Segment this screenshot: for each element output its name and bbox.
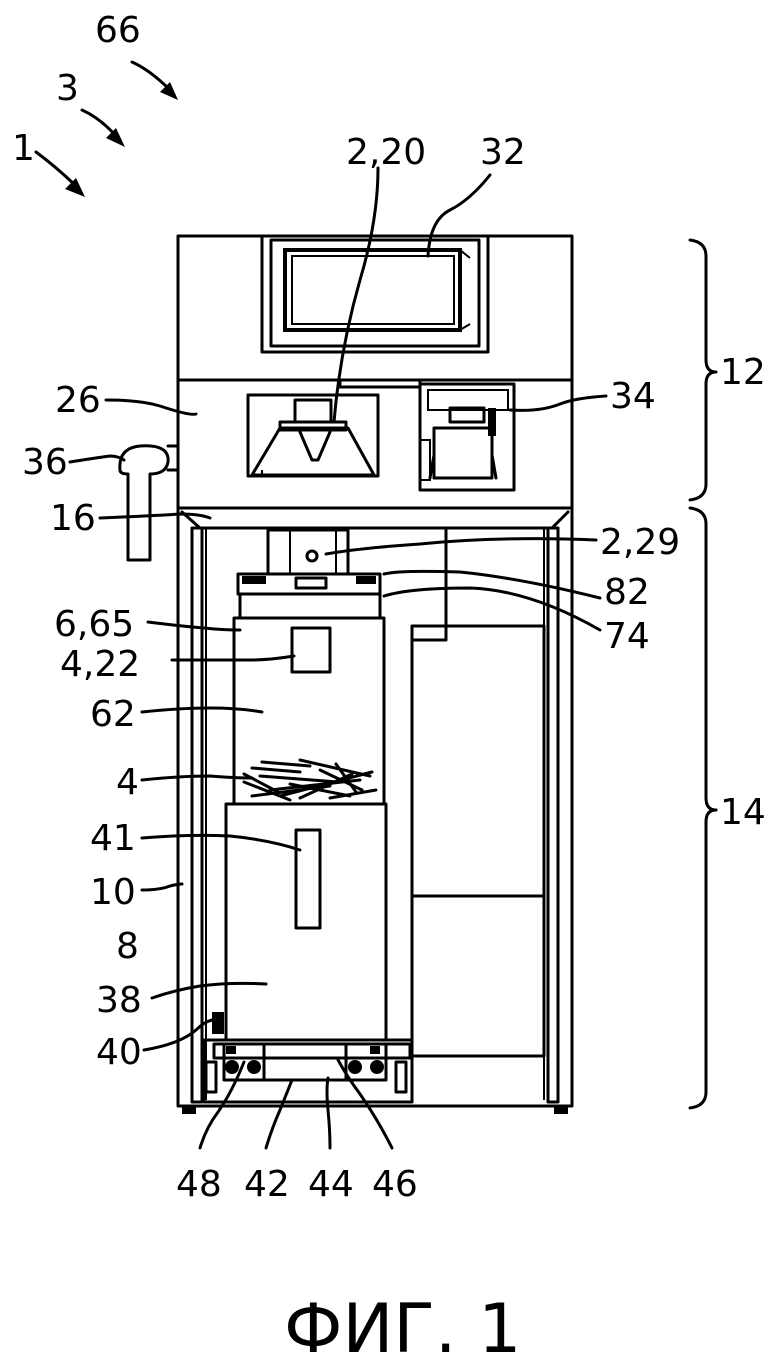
label-38: 38 bbox=[96, 980, 142, 1021]
label-42: 42 bbox=[244, 1164, 290, 1205]
label-2-20: 2,20 bbox=[346, 132, 426, 173]
label-36: 36 bbox=[22, 442, 68, 483]
label-8: 8 bbox=[116, 926, 139, 967]
label-48: 48 bbox=[176, 1164, 222, 1205]
label-46: 46 bbox=[372, 1164, 418, 1205]
label-14: 14 bbox=[720, 792, 766, 833]
label-26: 26 bbox=[55, 380, 101, 421]
upper-housing bbox=[120, 236, 572, 560]
direction-arrows: 66 3 1 bbox=[12, 10, 178, 197]
label-3: 3 bbox=[56, 68, 79, 109]
label-62: 62 bbox=[90, 694, 136, 735]
figure-caption: ФИГ. 1 bbox=[284, 1290, 521, 1369]
label-1: 1 bbox=[12, 128, 35, 169]
arrow-66 bbox=[132, 62, 170, 90]
label-16: 16 bbox=[50, 498, 96, 539]
lower-cabinet bbox=[178, 508, 572, 1114]
label-82: 82 bbox=[604, 572, 650, 613]
material-shreds bbox=[244, 760, 376, 800]
label-4-22: 4,22 bbox=[60, 644, 140, 685]
label-12: 12 bbox=[720, 352, 766, 393]
label-6-65: 6,65 bbox=[54, 604, 134, 645]
label-2-29: 2,29 bbox=[600, 522, 680, 563]
arrow-3 bbox=[82, 110, 116, 136]
arrow-1 bbox=[36, 152, 75, 185]
label-41: 41 bbox=[90, 818, 136, 859]
leader-lines bbox=[70, 168, 716, 1148]
label-40: 40 bbox=[96, 1032, 142, 1073]
label-74: 74 bbox=[604, 616, 650, 657]
braces bbox=[690, 240, 716, 1108]
label-4: 4 bbox=[116, 762, 139, 803]
label-66: 66 bbox=[95, 10, 141, 51]
label-10: 10 bbox=[90, 872, 136, 913]
label-32: 32 bbox=[480, 132, 526, 173]
label-44: 44 bbox=[308, 1164, 354, 1205]
label-34: 34 bbox=[610, 376, 656, 417]
